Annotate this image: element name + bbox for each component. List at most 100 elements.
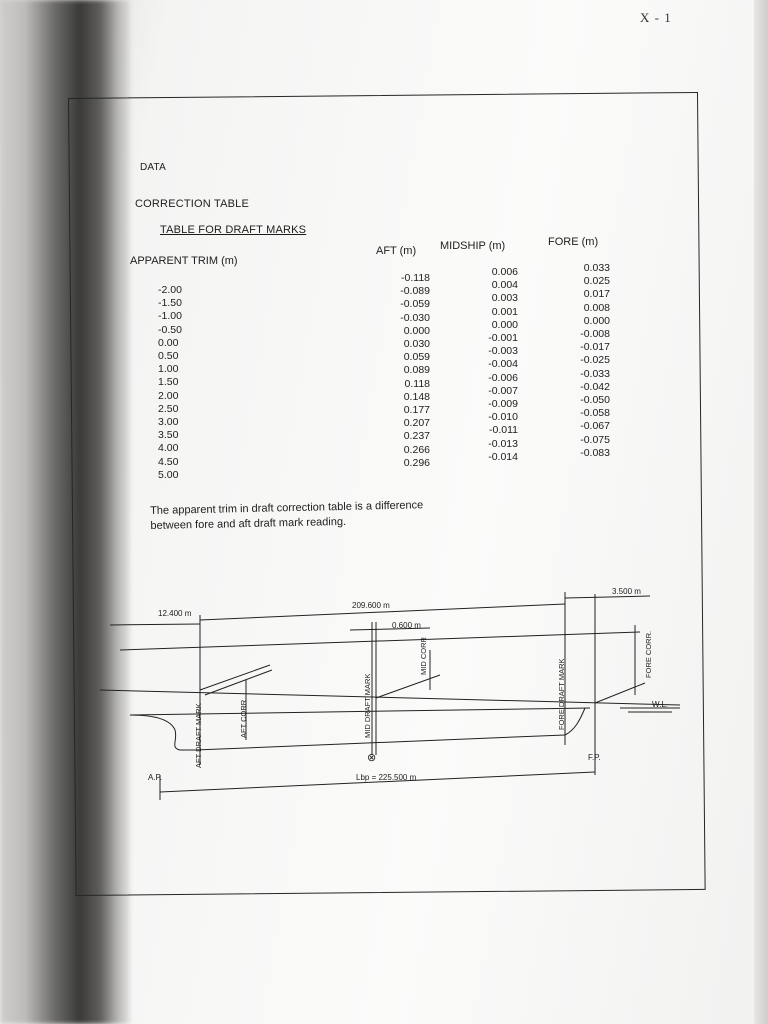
table-cell-fore: -0.058	[580, 407, 610, 420]
table-cell-fore: 0.008	[583, 301, 610, 314]
table-cell-aft: 0.177	[403, 404, 430, 417]
fore-corr-label: FORE CORR.	[644, 631, 653, 678]
table-cell-aft: -0.118	[401, 272, 430, 284]
table-cell-aft: -0.089	[400, 285, 430, 298]
table-cell-aft: 0.148	[403, 390, 430, 403]
table-title: TABLE FOR DRAFT MARKS	[160, 224, 307, 236]
fore-draft-mark-label: FORE DRAFT MARK	[557, 658, 566, 730]
deck-line	[119, 631, 641, 651]
table-cell-aft: 0.266	[403, 443, 430, 456]
table-cell-trim: 5.00	[158, 468, 179, 481]
column-header-aft: AFT (m)	[376, 245, 417, 257]
trimmed-waterline	[99, 689, 681, 706]
table-cell-midship: 0.001	[491, 305, 518, 318]
table-cell-aft: -0.030	[400, 311, 430, 324]
dim-line-fore	[564, 595, 651, 599]
ap-label: A.P.	[148, 773, 162, 782]
table-cell-fore: 0.033	[583, 262, 610, 274]
table-cell-fore: -0.025	[580, 354, 610, 367]
wl-label: W.L.	[652, 700, 668, 709]
table-cell-fore: -0.033	[580, 367, 610, 380]
table-cell-midship: -0.014	[488, 450, 518, 463]
table-cell-aft: 0.059	[403, 351, 430, 364]
aft-corr-line-2	[204, 669, 273, 696]
dim-line-draft-marks	[199, 603, 566, 621]
table-cell-trim: 2.00	[158, 389, 179, 402]
table-cell-midship: 0.006	[491, 266, 518, 278]
dim-label-fore: 3.500 m	[612, 587, 641, 596]
table-cell-aft: 0.089	[403, 364, 430, 377]
table-cell-fore: -0.083	[580, 446, 610, 459]
dim-line-aft	[109, 623, 201, 626]
table-cell-aft: -0.059	[400, 298, 430, 311]
table-cell-midship: 0.003	[491, 292, 518, 305]
fore-corr-line	[594, 682, 646, 704]
table-cell-midship: -0.006	[488, 371, 518, 384]
table-cell-midship: -0.010	[488, 411, 518, 424]
mid-corr-label: MID CORR	[419, 637, 428, 675]
dim-label-aft: 12.400 m	[158, 609, 192, 618]
table-cell-trim: 1.00	[158, 363, 179, 376]
table-cell-trim: 4.00	[158, 442, 179, 455]
table-cell-fore: -0.067	[580, 420, 610, 433]
table-cell-aft: 0.030	[403, 338, 430, 351]
table-cell-midship: -0.011	[489, 424, 518, 437]
aft-corr-label: AFT CORR	[239, 699, 248, 738]
table-cell-trim: -2.00	[158, 284, 182, 296]
dim-line-mid	[349, 627, 431, 631]
section-heading-correction-table: CORRECTION TABLE	[135, 198, 250, 210]
table-cell-aft: 0.118	[404, 377, 431, 390]
table-cell-midship: -0.009	[488, 398, 518, 411]
table-cell-trim: 1.50	[158, 376, 179, 389]
table-cell-midship: 0.004	[491, 279, 518, 292]
column-header-midship: MIDSHIP (m)	[440, 240, 506, 252]
table-cell-trim: 4.50	[158, 455, 179, 468]
table-cell-trim: 3.00	[158, 416, 179, 429]
draft-mark-diagram: 12.400 m 209.600 m 3.500 m 0.600 m Lbp =…	[99, 587, 681, 800]
fp-label: F.P.	[588, 753, 601, 762]
mid-draft-mark-label: MID DRAFT MARK	[363, 674, 372, 738]
dim-label-draft-marks: 209.600 m	[352, 601, 390, 610]
page-number: X - 1	[640, 10, 672, 25]
waterline-parallel	[129, 707, 591, 716]
table-cell-fore: -0.050	[580, 394, 610, 407]
table-cell-midship: -0.001	[488, 332, 518, 345]
table-cell-fore: -0.075	[580, 433, 610, 446]
midship-symbol: ⊗	[367, 752, 376, 764]
table-cell-trim: -0.50	[158, 323, 182, 336]
stern-profile	[129, 714, 195, 751]
section-heading-general: DATA	[140, 162, 166, 173]
column-header-fore: FORE (m)	[548, 236, 599, 248]
aft-corr-line	[199, 664, 271, 691]
bow-profile	[564, 707, 586, 736]
table-cell-aft: 0.207	[403, 417, 430, 430]
table-cell-trim: 2.50	[158, 402, 179, 415]
table-cell-fore: -0.042	[580, 380, 610, 393]
table-cell-trim: 3.50	[158, 429, 179, 442]
keel-line	[194, 734, 566, 751]
table-cell-trim: -1.50	[158, 297, 182, 310]
table-cell-midship: -0.004	[488, 358, 518, 371]
table-cell-midship: -0.013	[488, 437, 518, 450]
table-cell-aft: 0.296	[403, 456, 430, 469]
table-cell-trim: -1.00	[158, 310, 182, 323]
page-edge	[754, 0, 768, 1024]
table-note: The apparent trim in draft correction ta…	[150, 498, 424, 534]
table-cell-aft: 0.237	[403, 430, 430, 443]
dim-label-mid: 0.600 m	[392, 621, 421, 630]
lbp-label: Lbp = 225.500 m	[356, 773, 417, 782]
table-cell-aft: 0.000	[403, 324, 430, 337]
table-cell-trim: 0.00	[158, 336, 179, 349]
table-cell-fore: -0.017	[580, 341, 610, 354]
binding-shadow	[0, 0, 130, 1024]
table-cell-midship: 0.000	[491, 318, 518, 331]
table-cell-fore: -0.008	[580, 328, 610, 341]
column-header-trim: APPARENT TRIM (m)	[130, 255, 238, 267]
table-cell-fore: 0.000	[583, 314, 610, 327]
aft-draft-mark-label: AFT DRAFT MARK	[194, 703, 203, 768]
